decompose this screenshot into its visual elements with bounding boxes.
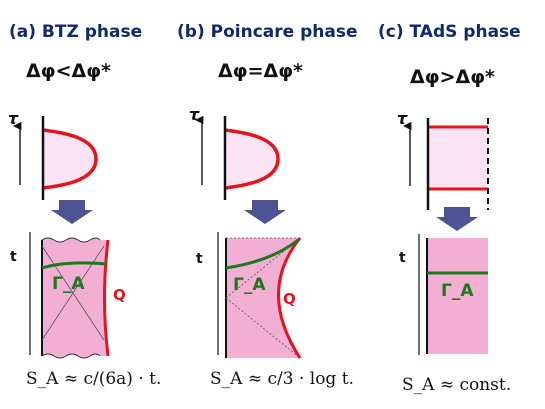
panel-a-lorentzian: t Γ_A Q [10,232,126,359]
panel-b-formula: S_A ≈ c/3 · log t. [210,369,354,389]
panel-a-title: (a) BTZ phase [9,22,143,42]
panel-c-euclidean: τ [397,109,489,210]
panel-b-condition: Δφ=Δφ* [218,60,303,82]
q-label-b: Q [283,290,296,308]
eow-brane-a [42,128,98,190]
panel-b-title: (b) Poincare phase [177,22,358,42]
gamma-label-a: Γ_A [52,274,85,294]
t-label-b: t [196,251,203,267]
tau-label-a: τ [8,109,19,128]
eow-brane-lorentz-a [103,239,110,357]
eow-brane-lorentz-b [277,237,302,359]
down-arrow-c [436,207,478,231]
down-arrow-b [244,200,286,224]
gamma-label-b: Γ_A [233,275,266,295]
tau-label-b: τ [189,105,200,124]
panel-a-euclidean: τ [8,109,98,200]
panel-b-lorentzian: t Γ_A Q [196,232,302,359]
gamma-label-c: Γ_A [441,281,474,301]
eow-brane-b [224,128,280,190]
wavy-top-a [41,237,101,243]
panel-c-formula: S_A ≈ const. [402,375,512,395]
tau-label-c: τ [397,109,408,128]
panel-c-lorentzian: t Γ_A [399,234,488,355]
geodesic-b [225,238,299,270]
t-label-c: t [399,250,406,266]
panel-c-title: (c) TAdS phase [378,22,521,42]
lorentzian-region-a [42,238,108,358]
wavy-bottom-a [41,353,101,359]
t-label-a: t [10,249,17,265]
q-label-a: Q [113,286,126,304]
geodesic-a [41,261,107,270]
down-arrow-a [51,200,93,224]
lorentzian-region-c [427,238,488,354]
panel-b-euclidean: τ [189,105,280,200]
euclidean-region-c [428,127,488,189]
euclidean-region-b [225,130,278,188]
panel-a-condition: Δφ<Δφ* [26,60,111,82]
euclidean-region-a [43,130,96,188]
panel-c-condition: Δφ>Δφ* [410,66,495,88]
panel-a-formula: S_A ≈ c/(6a) · t. [26,369,162,389]
